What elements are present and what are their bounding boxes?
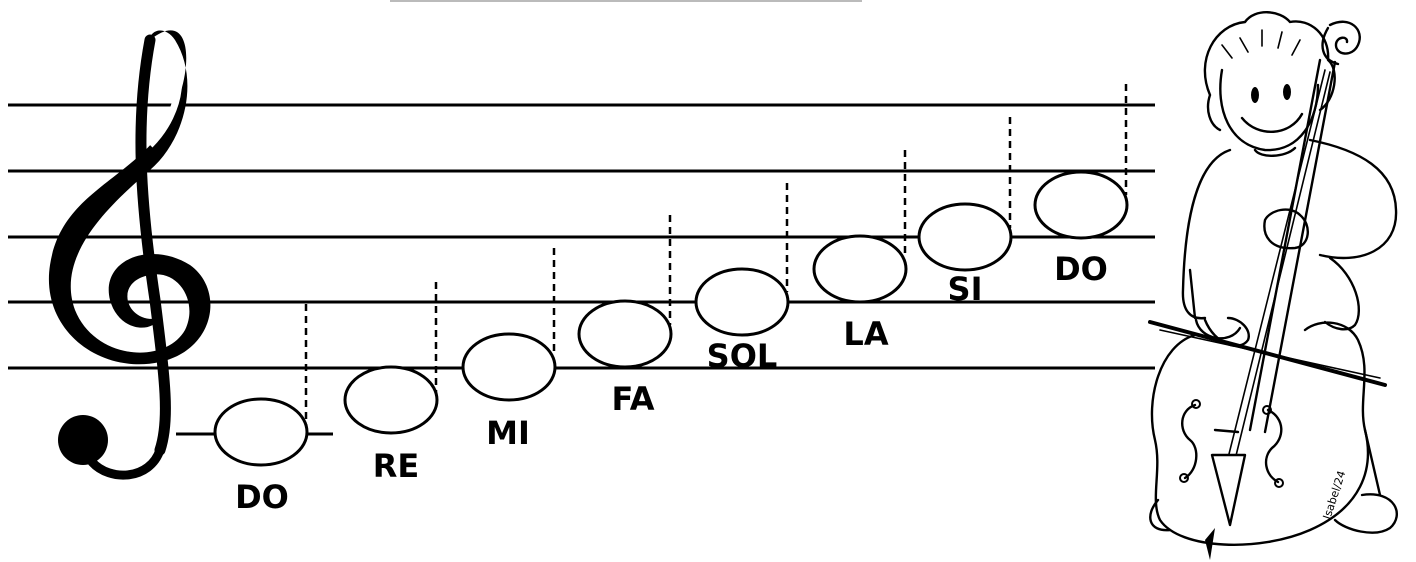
note-label: RE — [373, 447, 420, 485]
note-head — [343, 365, 439, 435]
note-head — [1033, 170, 1129, 240]
treble-clef-icon — [48, 30, 211, 480]
note-label: SI — [948, 270, 983, 308]
artist-signature: Isabel/24 — [1320, 469, 1348, 521]
note-head — [694, 267, 790, 337]
note-5: SOL — [694, 183, 790, 375]
note-label: DO — [235, 478, 289, 516]
child-playing-double-bass-icon: Isabel/24 — [1148, 11, 1398, 560]
note-3: MI — [461, 248, 557, 452]
note-head — [213, 397, 309, 467]
notes: DO RE MI FA SOL LA SI DO — [213, 84, 1129, 516]
note-head — [461, 332, 557, 402]
note-6: LA — [812, 150, 908, 353]
note-label: MI — [486, 414, 530, 452]
note-label: DO — [1054, 250, 1108, 288]
note-head — [812, 234, 908, 304]
note-4: FA — [577, 215, 673, 418]
note-1: DO — [213, 304, 309, 516]
note-head — [917, 202, 1013, 272]
note-label: SOL — [707, 337, 778, 375]
note-2: RE — [343, 282, 439, 485]
note-8: DO — [1033, 84, 1129, 288]
note-label: FA — [612, 380, 655, 418]
note-7: SI — [917, 117, 1013, 308]
note-head — [577, 299, 673, 369]
note-label: LA — [843, 315, 888, 353]
